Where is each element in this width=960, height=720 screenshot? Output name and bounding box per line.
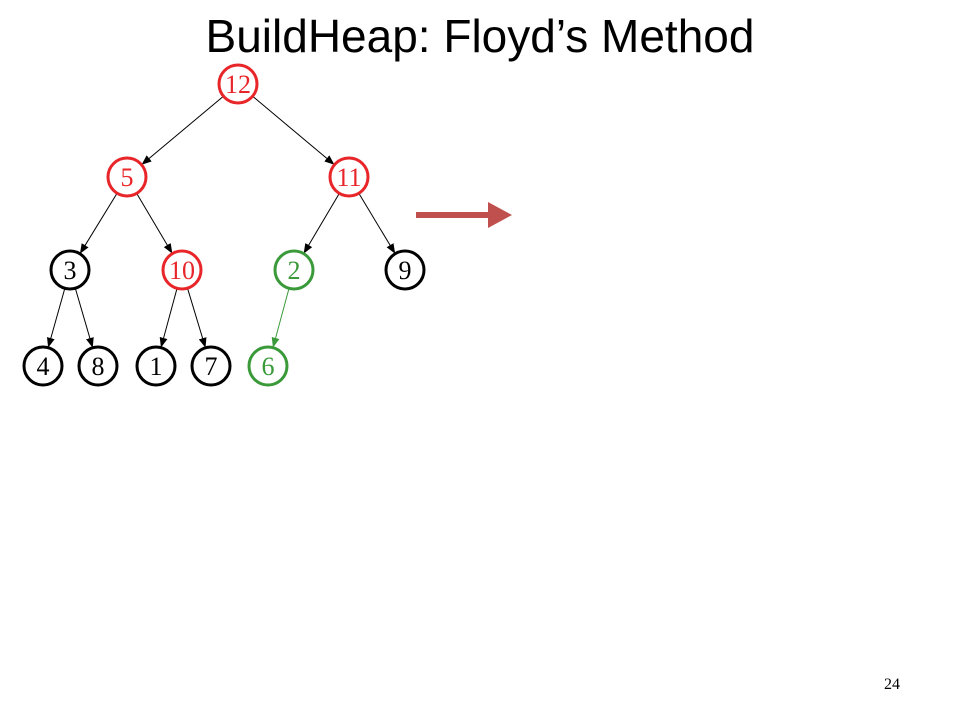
heap-node-circle — [217, 63, 259, 105]
heap-node-2: 2 — [273, 249, 315, 291]
heap-node-label: 12 — [225, 70, 251, 99]
heap-node-circle — [247, 345, 289, 387]
heap-node-7: 7 — [190, 345, 232, 387]
heap-node-label: 11 — [336, 163, 361, 192]
heap-node-label: 4 — [37, 352, 50, 381]
tree-edge-n4-n8 — [47, 288, 66, 348]
heap-node-circle — [384, 249, 426, 291]
heap-node-circle — [135, 345, 177, 387]
heap-node-label: 9 — [399, 256, 412, 285]
tree-edge-n1-n3 — [252, 95, 335, 165]
next-step-arrow — [416, 202, 512, 228]
tree-edge-n2-n4 — [79, 192, 118, 254]
heap-node-label: 10 — [169, 256, 195, 285]
heap-node-9: 9 — [384, 249, 426, 291]
tree-edge-n4-n9 — [74, 288, 94, 348]
heap-node-circle — [77, 345, 119, 387]
tree-edge-n3-n6 — [303, 193, 340, 254]
heap-node-circle — [22, 345, 64, 387]
heap-node-circle — [273, 249, 315, 291]
tree-edge-n6-n12 — [271, 288, 290, 348]
heap-node-8: 8 — [77, 345, 119, 387]
heap-node-1: 1 — [135, 345, 177, 387]
heap-node-circle — [49, 249, 91, 291]
heap-node-label: 5 — [121, 163, 134, 192]
tree-edge-n1-n2 — [141, 95, 224, 165]
heap-node-label: 7 — [205, 352, 218, 381]
heap-node-label: 8 — [92, 352, 105, 381]
heap-node-label: 1 — [150, 352, 163, 381]
heap-node-5: 5 — [106, 156, 148, 198]
tree-edges — [47, 95, 396, 348]
tree-edge-n5-n10 — [159, 288, 178, 348]
heap-node-3: 3 — [49, 249, 91, 291]
slide-number: 24 — [884, 676, 900, 693]
heap-node-12: 12 — [217, 63, 259, 105]
heap-node-circle — [328, 156, 370, 198]
heap-node-label: 2 — [288, 256, 301, 285]
tree-edge-n2-n5 — [136, 193, 173, 254]
heap-node-circle — [106, 156, 148, 198]
heap-node-circle — [161, 249, 203, 291]
heap-node-label: 6 — [262, 352, 275, 381]
heap-node-circle — [190, 345, 232, 387]
tree-edge-n3-n7 — [358, 193, 396, 254]
heap-node-6: 6 — [247, 345, 289, 387]
tree-nodes: 12 5 11 3 10 2 9 4 8 1 7 6 — [22, 63, 426, 387]
heap-node-label: 3 — [64, 256, 77, 285]
heap-node-4: 4 — [22, 345, 64, 387]
heap-node-10: 10 — [161, 249, 203, 291]
slide-title: BuildHeap: Floyd’s Method — [205, 10, 755, 62]
heap-node-11: 11 — [328, 156, 370, 198]
tree-edge-n5-n11 — [187, 288, 207, 348]
